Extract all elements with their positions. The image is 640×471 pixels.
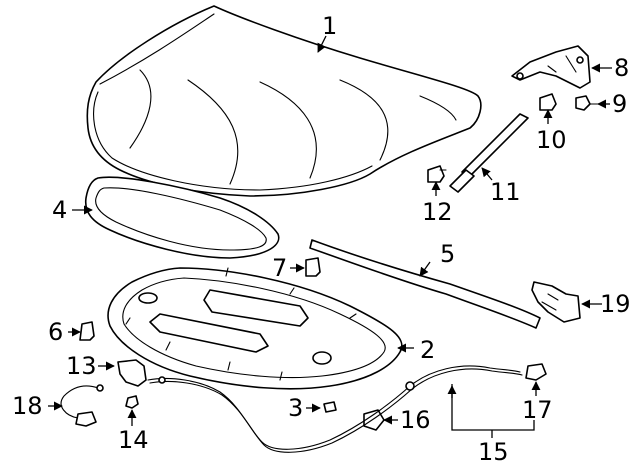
callout-19: 19 (600, 290, 631, 318)
hood-bumper (305, 257, 321, 277)
weatherstrip (309, 239, 541, 329)
ball-stud (427, 165, 447, 183)
callout-15: 15 (478, 438, 509, 466)
hood-hinge (511, 45, 591, 89)
hood-panel (86, 5, 482, 197)
callout-5: 5 (440, 240, 455, 268)
retainer-clip (323, 401, 337, 413)
leader-lines (48, 35, 612, 438)
handle-screw (125, 395, 139, 409)
hood-seal (84, 176, 280, 259)
callout-9: 9 (612, 90, 627, 118)
callout-14: 14 (118, 426, 149, 454)
callout-4: 4 (52, 196, 67, 224)
callout-6: 6 (48, 318, 63, 346)
support-strut (449, 113, 529, 193)
release-handle (117, 359, 147, 387)
callout-12: 12 (422, 198, 453, 226)
callout-18: 18 (12, 392, 43, 420)
hood-bumper-front (79, 321, 95, 341)
callout-10: 10 (536, 126, 567, 154)
callout-11: 11 (490, 178, 521, 206)
callout-8: 8 (614, 54, 629, 82)
release-cable-bracket (60, 384, 104, 427)
callout-2: 2 (420, 336, 435, 364)
callout-7: 7 (272, 254, 287, 282)
hood-latch (531, 281, 581, 323)
callout-16: 16 (400, 406, 431, 434)
callout-1: 1 (322, 12, 337, 40)
callout-17: 17 (522, 396, 553, 424)
cable-end-clip (525, 363, 547, 381)
release-cable (147, 365, 523, 453)
hood-insulator (107, 267, 403, 390)
grommet (363, 409, 385, 431)
stud-cap (539, 93, 557, 111)
callout-13: 13 (66, 352, 97, 380)
callout-3: 3 (288, 394, 303, 422)
hinge-bolt (575, 95, 599, 111)
